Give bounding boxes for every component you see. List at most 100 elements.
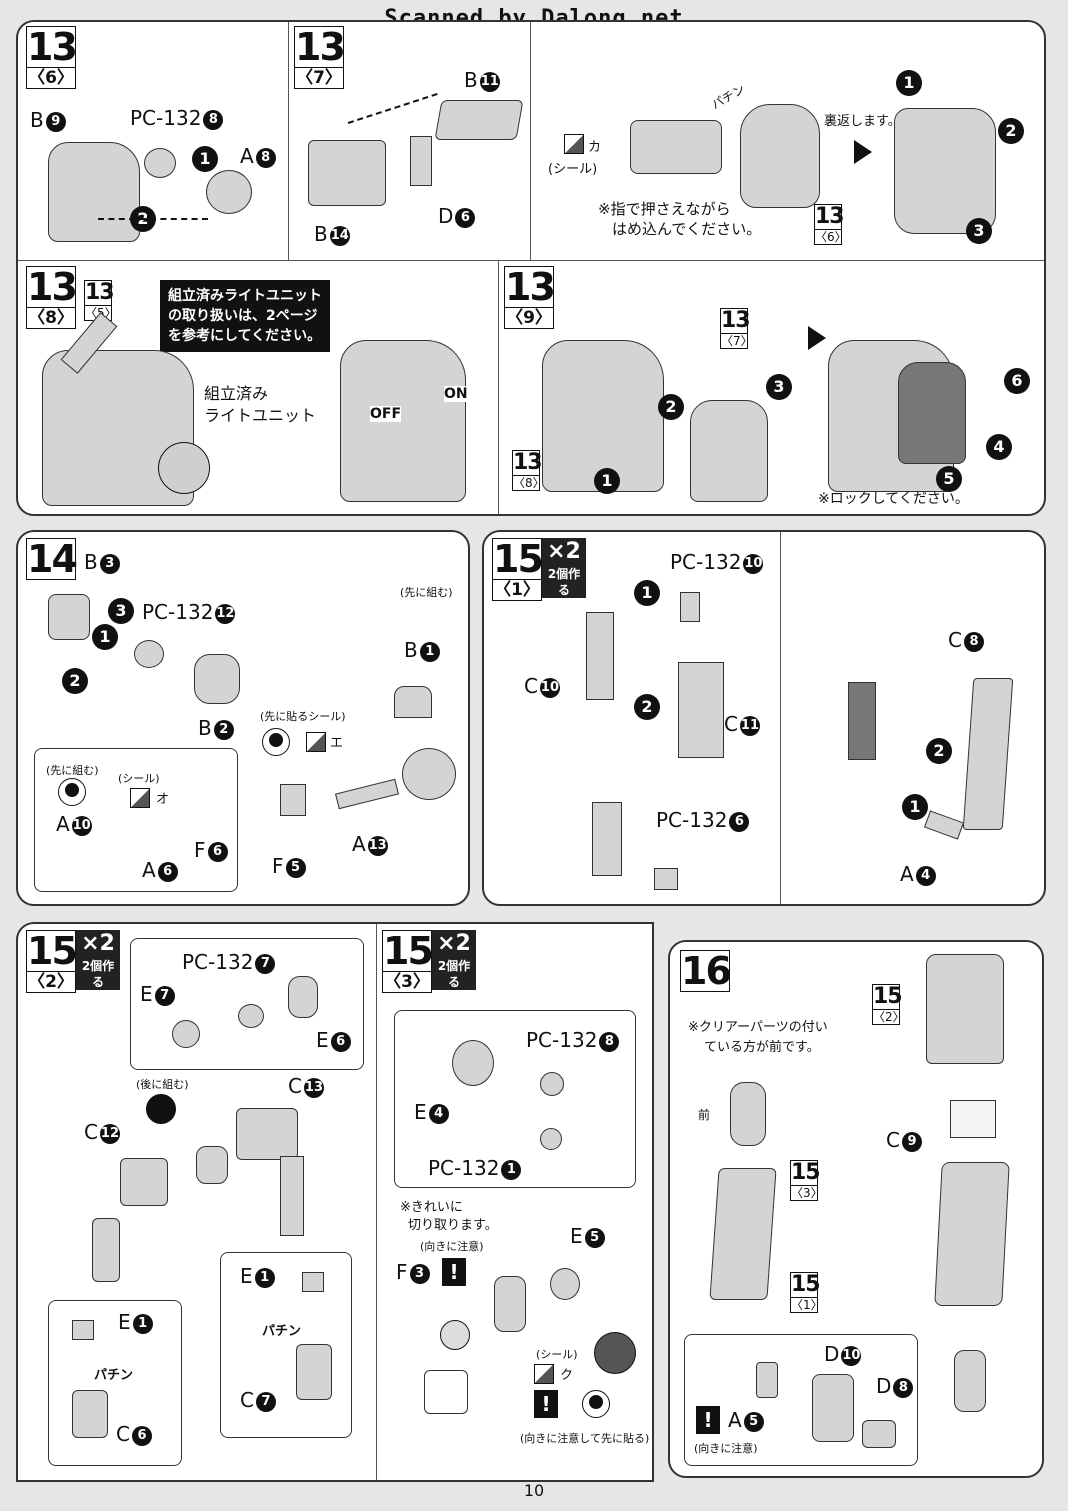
ref-number: 15 (791, 1160, 821, 1185)
note-line: 組立済みライトユニット (168, 288, 322, 304)
inset-box (424, 1370, 468, 1414)
ref-13-6: 13 〈6〉 (814, 204, 847, 245)
part-illustration (730, 1082, 766, 1146)
sticker-note: (シール) (548, 162, 598, 177)
front-note-2: ている方が前です。 (704, 1040, 820, 1055)
part-illustration (144, 148, 176, 178)
caution-icon: ! (442, 1258, 466, 1286)
divider (288, 22, 289, 260)
part-illustration (894, 108, 996, 234)
sticker-swatch (306, 732, 326, 752)
part-illustration (592, 802, 622, 876)
step-number: 13 (295, 25, 346, 69)
ref-15-1: 15 〈1〉 (790, 1272, 823, 1313)
light-unit-label-1: 組立済み (204, 384, 269, 403)
step-number: 15 (493, 537, 544, 581)
part-illustration (926, 954, 1004, 1064)
part-illustration (934, 1162, 1010, 1306)
part-illustration (678, 662, 724, 758)
step-number: 13 (505, 265, 556, 309)
sticker-swatch (146, 1094, 176, 1124)
step-arrow-number: 3 (108, 598, 134, 624)
part-illustration (630, 120, 722, 174)
step-14-badge: 14 (26, 537, 78, 581)
step-arrow-number: 1 (896, 70, 922, 96)
part-illustration (709, 1168, 777, 1300)
divider (780, 532, 781, 904)
step-sub: 〈6〉 (27, 67, 75, 88)
make-two-badge: ×2 2個作る (542, 538, 586, 598)
part-illustration (440, 1320, 470, 1350)
step-arrow-number: 1 (92, 624, 118, 650)
ref-13-7: 13 〈7〉 (720, 308, 753, 349)
part-illustration (950, 1100, 996, 1138)
step-sub: 〈8〉 (27, 307, 75, 328)
guide-line (98, 218, 208, 220)
press-note-2: はめ込んでください。 (612, 220, 762, 238)
part-illustration (540, 1072, 564, 1096)
step-number: 13 (27, 265, 78, 309)
sticker-swatch (564, 134, 584, 154)
cut-note-1: ※きれいに (400, 1200, 463, 1215)
part-illustration (334, 778, 400, 810)
step-number: 14 (27, 537, 78, 581)
step-arrow-number: 6 (1004, 368, 1030, 394)
ref-13-8: 13 〈8〉 (512, 450, 545, 491)
part-illustration (48, 594, 90, 640)
part-illustration (740, 104, 820, 208)
part-illustration (494, 1276, 526, 1332)
ref-15-3: 15 〈3〉 (790, 1160, 823, 1201)
divider (530, 22, 531, 260)
part-illustration (434, 100, 524, 140)
part-illustration (756, 1362, 778, 1398)
step-arrow-number: 3 (766, 374, 792, 400)
step-sub: 〈9〉 (505, 307, 553, 328)
page-number: 10 (523, 1481, 545, 1500)
inset-box (34, 748, 238, 892)
part-illustration (550, 1268, 580, 1300)
sticker-mark: エ (330, 736, 344, 751)
flip-note: 裏返します。 (824, 114, 901, 129)
part-illustration (280, 1156, 304, 1236)
step-number: 15 (383, 929, 434, 973)
part-illustration (954, 1350, 986, 1412)
part-illustration (542, 340, 664, 492)
snap-note: パチン (709, 81, 748, 112)
step-arrow-number: 2 (634, 694, 660, 720)
part-illustration (962, 678, 1014, 830)
proceed-arrow (854, 140, 872, 164)
ref-number: 13 (815, 204, 845, 229)
ref-number: 13 (721, 308, 751, 333)
divider (498, 260, 499, 514)
step-arrow-number: 2 (998, 118, 1024, 144)
part-illustration (586, 612, 614, 700)
step-16-badge: 16 (680, 950, 732, 992)
sticker-swatch (58, 778, 86, 806)
guide-line (347, 93, 438, 124)
multiplier: ×2 (437, 931, 471, 956)
part-illustration (812, 1374, 854, 1442)
part-illustration (394, 686, 432, 718)
